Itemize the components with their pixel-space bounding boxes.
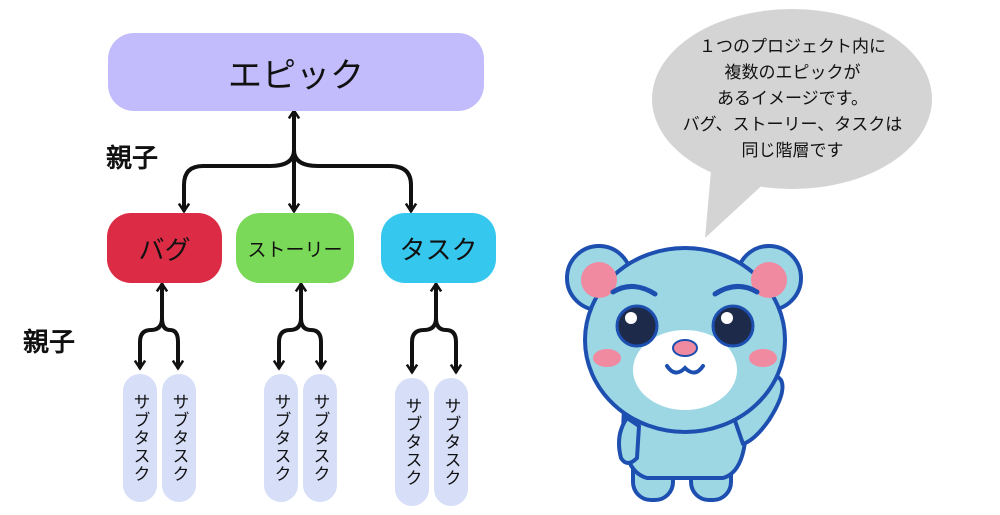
subtask-label: サブタスク [168, 393, 189, 483]
story-label: ストーリー [247, 238, 343, 261]
bear-mascot-icon [565, 244, 803, 502]
subtask-label: サブタスク [129, 393, 150, 483]
subtask-label: サブタスク [270, 393, 291, 483]
arrow-down [160, 316, 185, 371]
arrow-down [405, 316, 438, 375]
subtask-node: サブタスク [395, 378, 429, 506]
subtask-node: サブタスク [123, 374, 157, 502]
bug-node: バグ [107, 213, 222, 283]
bubble-line: 同じ階層です [741, 141, 844, 161]
speech-bubble [652, 9, 932, 238]
story-node: ストーリー [236, 213, 354, 283]
subtask-label: サブタスク [309, 393, 330, 483]
bubble-line: あるイメージです。 [717, 89, 868, 109]
subtask-node: サブタスク [162, 374, 196, 502]
epic-label: エピック [228, 55, 364, 96]
arrow-down [133, 316, 164, 371]
task-node: タスク [381, 213, 496, 283]
arrow-down [299, 316, 328, 371]
relation-label-bottom: 親子 [23, 328, 76, 358]
bubble-line: バグ、ストーリー、タスクは [682, 115, 903, 135]
arrow-down [272, 316, 303, 371]
speech-bubble-text: １つのプロジェクト内に 複数のエピックが あるイメージです。 バグ、ストーリー、… [655, 34, 930, 164]
bubble-line: １つのプロジェクト内に [699, 37, 886, 57]
subtask-label: サブタスク [440, 397, 461, 487]
subtask-node: サブタスク [434, 378, 468, 506]
bubble-line: 複数のエピックが [724, 63, 861, 83]
subtask-label: サブタスク [401, 397, 422, 487]
epic-node: エピック [108, 33, 484, 111]
bug-label: バグ [138, 235, 191, 266]
subtask-node: サブタスク [303, 374, 337, 502]
relation-label-top: 親子 [106, 144, 159, 174]
subtask-node: サブタスク [264, 374, 298, 502]
subtask-arrows [133, 281, 463, 375]
task-label: タスク [399, 235, 478, 266]
arrow-down [434, 316, 463, 375]
epic-children-arrows [177, 108, 418, 214]
